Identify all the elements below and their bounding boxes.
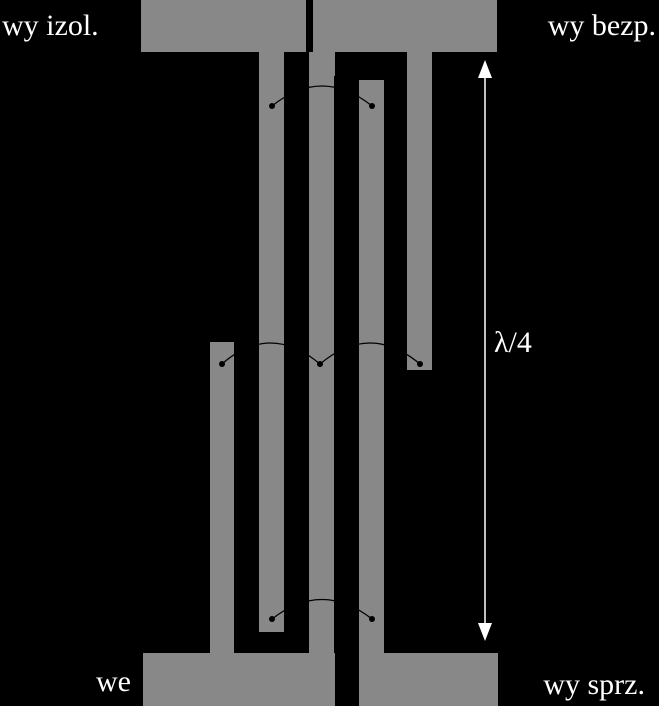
finger-coupled bbox=[359, 80, 384, 706]
bondwire-middle-end-center bbox=[317, 361, 323, 367]
finger-direct bbox=[407, 52, 432, 370]
length-arrowhead-bottom bbox=[478, 623, 492, 641]
bondwire-middle-end-left bbox=[219, 361, 225, 367]
input-pad bbox=[143, 653, 335, 706]
bondwire-bottom bbox=[271, 599, 373, 620]
finger-isolated bbox=[259, 52, 284, 632]
length-arrowhead-top bbox=[478, 60, 492, 78]
finger-through bbox=[309, 52, 334, 706]
label-coupled-output: wy sprz. bbox=[543, 668, 645, 701]
bondwire-middle-end-right bbox=[417, 361, 423, 367]
finger-input bbox=[210, 342, 234, 706]
label-input: we bbox=[96, 665, 131, 698]
bondwire-top bbox=[271, 85, 373, 107]
label-length: λ/4 bbox=[494, 326, 532, 359]
bondwire-bottom-end-right bbox=[369, 616, 375, 622]
bondwire-middle-right bbox=[319, 342, 421, 365]
bondwire-top-end-right bbox=[369, 103, 375, 109]
bondwire-middle-left bbox=[221, 342, 321, 365]
label-direct-output: wy bezp. bbox=[548, 9, 656, 42]
isolated-output-pad bbox=[141, 0, 306, 52]
bondwire-top-end-left bbox=[269, 103, 275, 109]
direct-pad-neck bbox=[313, 52, 333, 58]
label-isolated-output: wy izol. bbox=[2, 9, 99, 42]
bondwire-bottom-end-left bbox=[269, 616, 275, 622]
direct-output-pad bbox=[313, 0, 497, 52]
